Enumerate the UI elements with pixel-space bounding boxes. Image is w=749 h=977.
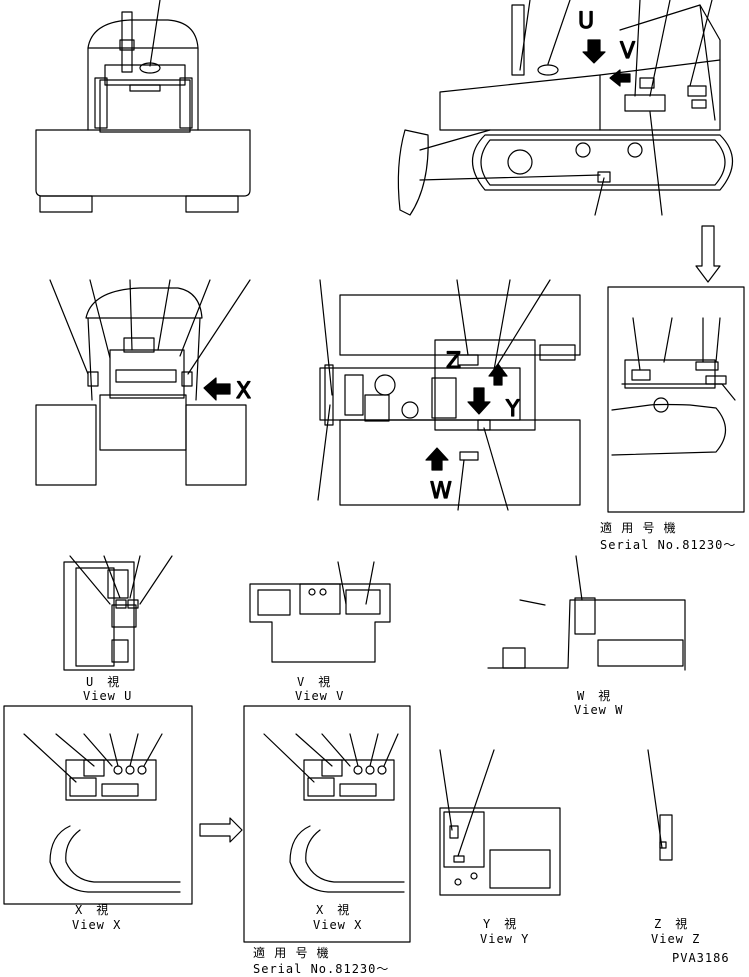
arrow-letter-x: X [236, 379, 251, 404]
serial-right-en: Serial No.81230～ [600, 538, 736, 552]
view-x-right-en: View X [313, 918, 362, 932]
canopy-front-view: X [36, 280, 252, 485]
side-view-dozer: U V [398, 0, 732, 215]
view-y-en: View Y [480, 932, 529, 946]
top-view-dozer: Z Y W [318, 280, 580, 510]
view-x-right-jp: X 視 [316, 902, 350, 917]
arrow-letter-w: W [430, 479, 452, 504]
view-v-en: View V [295, 689, 344, 703]
view-w-drawing [488, 556, 685, 670]
arrow-letter-y: Y [505, 397, 520, 422]
view-z-drawing [648, 750, 672, 860]
serial-bottom-en: Serial No.81230～ [253, 962, 389, 976]
view-labels: U 視 View U V 視 View V W 視 View W X 視 Vie… [72, 520, 736, 976]
view-x-left-jp: X 視 [75, 902, 109, 917]
arrow-letter-u: U [578, 9, 594, 34]
view-x-left-en: View X [72, 918, 121, 932]
serial-bottom-jp: 適 用 号 機 [253, 945, 330, 960]
view-u-jp: U 視 [86, 674, 120, 689]
view-z-jp: Z 視 [654, 916, 688, 931]
view-w-jp: W 視 [577, 688, 611, 703]
view-u-en: View U [83, 689, 132, 703]
view-u-drawing [64, 556, 172, 670]
arrow-letter-v: V [620, 39, 635, 64]
serial-right-jp: 適 用 号 機 [600, 520, 677, 535]
view-x-box-right [244, 706, 410, 942]
view-x-box-left [4, 706, 192, 904]
arrow-letter-z: Z [446, 349, 461, 374]
serial-detail-box [608, 287, 744, 512]
view-z-en: View Z [651, 932, 700, 946]
view-v-drawing [250, 562, 390, 662]
pointer-arrow-right [200, 818, 242, 842]
part-code: PVA3186 [672, 951, 730, 965]
view-w-en: View W [574, 703, 623, 717]
view-v-jp: V 視 [297, 674, 331, 689]
view-y-drawing [440, 750, 560, 895]
front-view-dozer [36, 0, 250, 212]
view-y-jp: Y 視 [483, 916, 517, 931]
pointer-arrow-down [696, 226, 720, 282]
